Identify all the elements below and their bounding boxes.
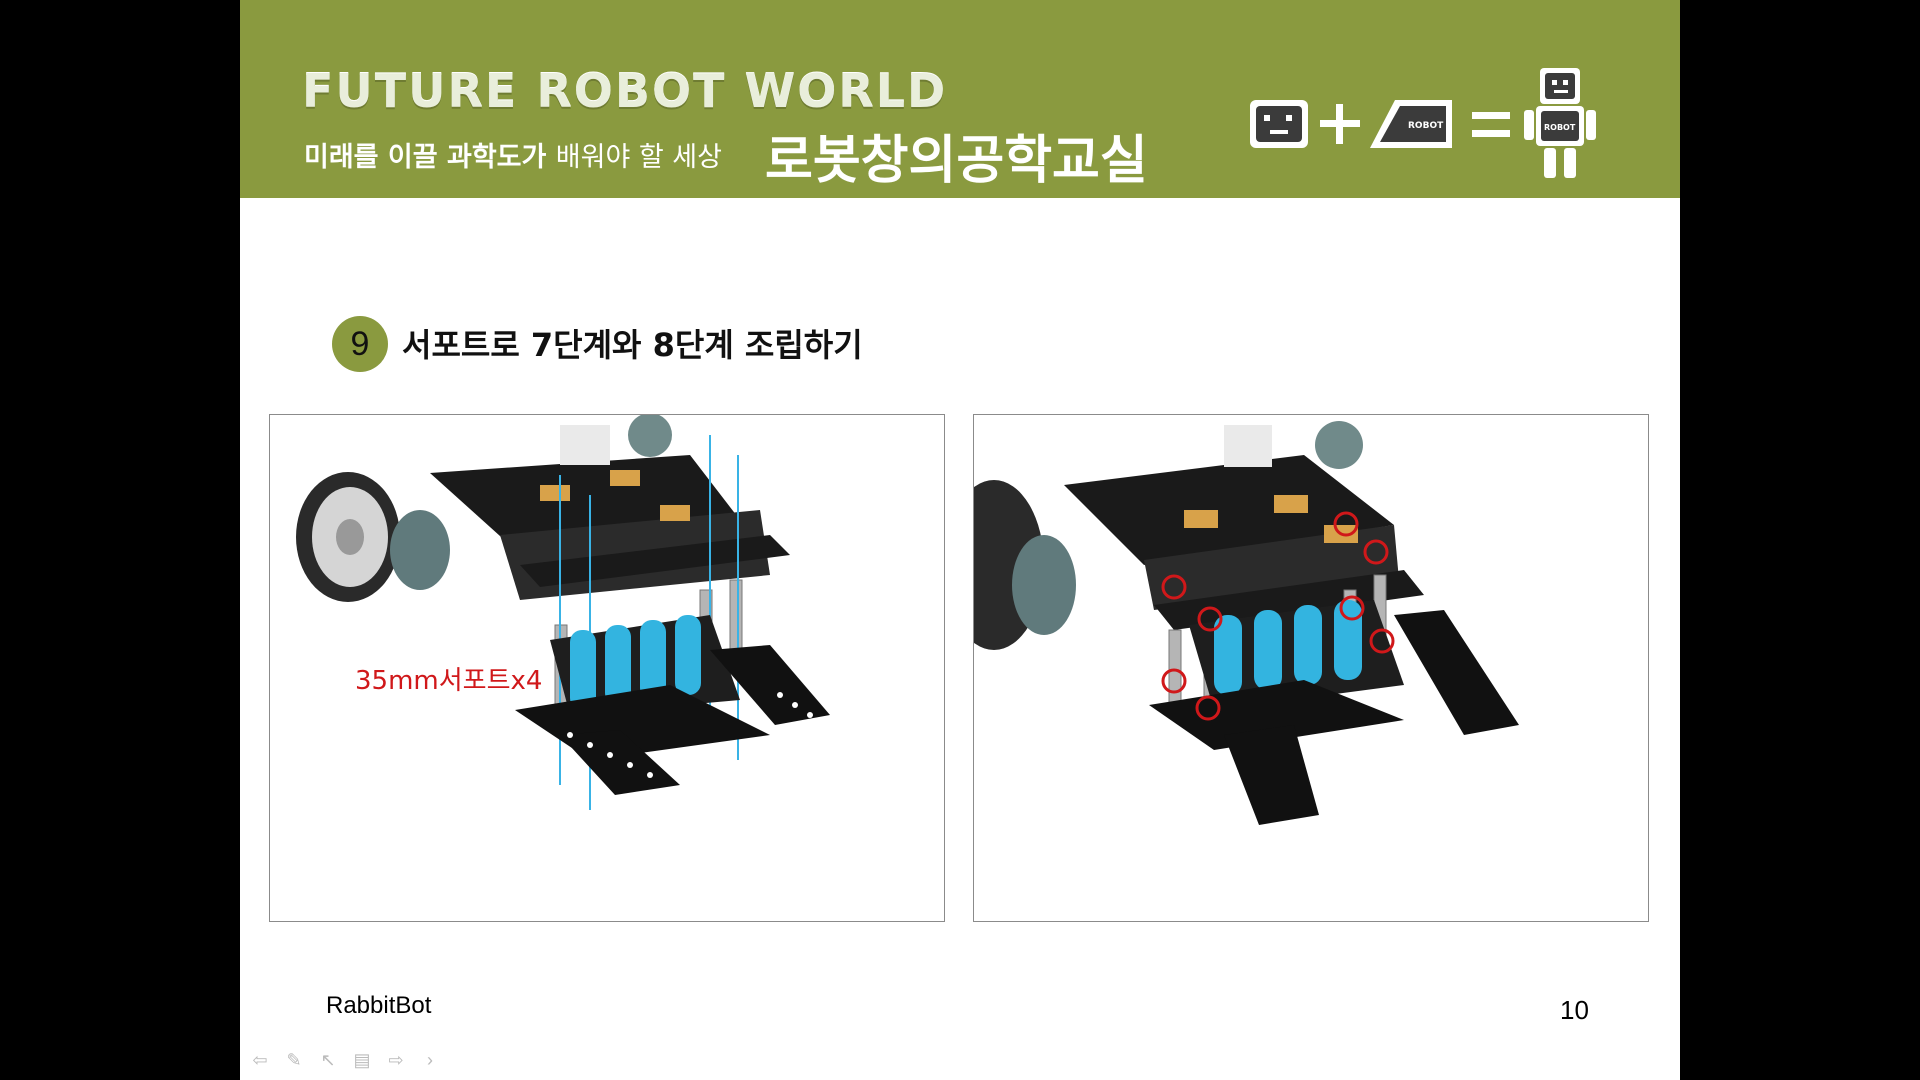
header-banner: FUTURE ROBOT WORLD 미래를 이끌 과학도가 배워야 할 세상 … bbox=[240, 0, 1680, 198]
assembly-image-assembled bbox=[973, 414, 1649, 922]
header-pins bbox=[1184, 495, 1358, 543]
battery-pack bbox=[550, 615, 740, 715]
slideshow-nav-toolbar: ⇦ ✎ ↖ ▤ ⇨ › bbox=[250, 1050, 440, 1071]
assembly-image-exploded: 35mm서포트x4 bbox=[269, 414, 945, 922]
controller-board bbox=[1064, 421, 1399, 610]
slides-icon[interactable]: ▤ bbox=[353, 1050, 371, 1070]
support-count-label: 35mm서포트x4 bbox=[355, 666, 543, 696]
brand-title: FUTURE ROBOT WORLD bbox=[302, 64, 948, 118]
pointer-icon[interactable]: ↖ bbox=[320, 1050, 336, 1070]
chevron-right-icon[interactable]: › bbox=[427, 1050, 433, 1070]
face-box-icon bbox=[1250, 100, 1308, 148]
highlight-circles bbox=[1161, 511, 1395, 721]
footer-product-name: RabbitBot bbox=[326, 992, 432, 1019]
plus-icon bbox=[1320, 104, 1360, 144]
support-plate bbox=[520, 535, 790, 587]
plate-holes bbox=[567, 692, 813, 778]
subtitle-bold: 미래를 이끌 과학도가 bbox=[304, 142, 547, 173]
forward-arrow-icon[interactable]: ⇨ bbox=[388, 1050, 404, 1070]
robot-equation-logo: ROBOT ROBOT bbox=[1250, 68, 1596, 178]
step-number-badge: 9 bbox=[332, 316, 388, 372]
subtitle-light: 배워야 할 세상 bbox=[555, 142, 722, 173]
header-pins bbox=[540, 470, 690, 521]
pen-icon[interactable]: ✎ bbox=[286, 1050, 302, 1070]
exploded-assembly-illustration bbox=[296, 415, 830, 810]
robot-box-icon: ROBOT bbox=[1370, 100, 1452, 148]
assembled-illustration bbox=[974, 421, 1519, 825]
robot-figure-text: ROBOT bbox=[1544, 123, 1576, 132]
header-subtitle: 미래를 이끌 과학도가 배워야 할 세상 bbox=[304, 135, 722, 174]
robot-figure-icon: ROBOT bbox=[1524, 68, 1596, 178]
wheel-icon bbox=[296, 472, 450, 602]
back-arrow-icon[interactable]: ⇦ bbox=[252, 1050, 268, 1070]
robot-box-text: ROBOT bbox=[1408, 121, 1444, 131]
slide: FUTURE ROBOT WORLD 미래를 이끌 과학도가 배워야 할 세상 … bbox=[240, 0, 1680, 1080]
battery-pack bbox=[1189, 600, 1404, 710]
page-number: 10 bbox=[1560, 995, 1589, 1025]
equals-icon bbox=[1472, 112, 1510, 137]
course-title: 로봇창의공학교실 bbox=[765, 131, 1148, 191]
step-title: 서포트로 7단계와 8단계 조립하기 bbox=[402, 326, 863, 364]
wheel-icon bbox=[974, 480, 1076, 650]
